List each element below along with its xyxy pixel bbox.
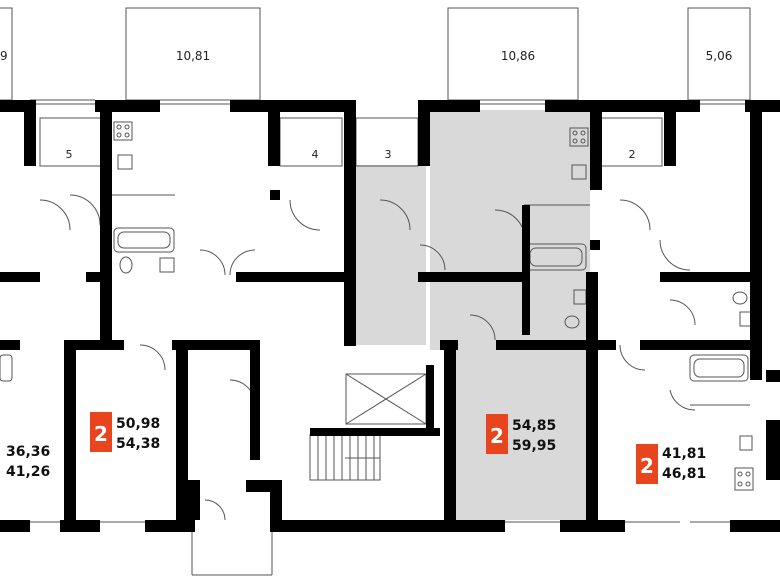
balcony-area-label: 10,81 [176, 49, 210, 63]
area-total: 41,26 [6, 464, 50, 480]
interior-lines [0, 99, 754, 523]
balcony-area-label: 10,86 [501, 49, 535, 63]
exit-corridor [191, 532, 273, 576]
apartment-number-label: 5 [66, 148, 73, 161]
area-living: 41,81 [662, 446, 706, 462]
balcony-area-label: 5,06 [706, 49, 733, 63]
area-total: 59,95 [512, 438, 556, 454]
rooms-badge [636, 444, 658, 484]
apartment-number-label: 4 [312, 148, 319, 161]
highlighted-apartment-3[interactable] [356, 110, 590, 520]
apartment-number-label: 2 [629, 148, 636, 161]
rooms-count: 2 [490, 424, 504, 448]
rooms-count: 2 [94, 422, 108, 446]
balcony-area-label: 9 [0, 49, 8, 63]
apartment-number-label: 3 [385, 148, 392, 161]
apartment-info-4[interactable]: 2 41,81 46,81 [636, 444, 706, 484]
rooms-badge [90, 412, 112, 452]
apartment-info-1[interactable]: 36,36 41,26 [6, 444, 50, 480]
apartment-info-3[interactable]: 2 54,85 59,95 [486, 414, 556, 454]
walls [0, 100, 780, 532]
rooms-count: 2 [640, 454, 654, 478]
area-living: 50,98 [116, 416, 160, 432]
area-total: 46,81 [662, 466, 706, 482]
area-living: 36,36 [6, 444, 50, 460]
apartment-info-2[interactable]: 2 50,98 54,38 [90, 412, 160, 452]
staircase [309, 434, 381, 481]
balconies [0, 7, 751, 101]
rooms-badge [486, 414, 508, 454]
area-total: 54,38 [116, 436, 160, 452]
area-living: 54,85 [512, 418, 556, 434]
